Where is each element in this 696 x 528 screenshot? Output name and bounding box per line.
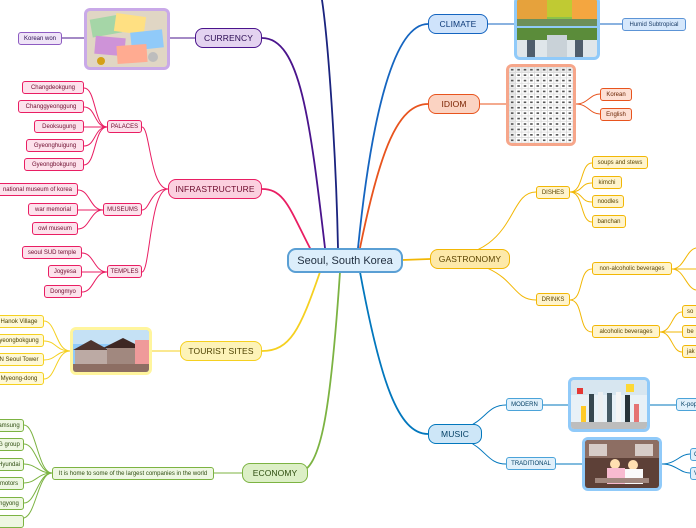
branch-idiom[interactable]: IDIOM (428, 94, 480, 114)
infra-palaces[interactable]: PALACES (107, 120, 142, 133)
temple-seoul-sud[interactable]: seoul SUD temple (22, 246, 82, 259)
line-climate (357, 23, 429, 249)
temple-dongmyo[interactable]: Dongmyo (44, 285, 82, 298)
branch-gastronomy[interactable]: GASTRONOMY (430, 249, 510, 269)
idiom-korean[interactable]: Korean (600, 88, 632, 101)
site-gyeongbokgung[interactable]: yeongbokgung (0, 334, 44, 347)
idiom-english[interactable]: English (600, 108, 632, 121)
alcoholic-item-2[interactable]: be (682, 325, 696, 338)
site-hanok-village[interactable]: Hanok Village (0, 315, 44, 328)
alcoholic-item-1[interactable]: so (682, 305, 696, 318)
line-idiom (359, 103, 429, 249)
palace-changdeokgung[interactable]: Changdeokgung (22, 81, 84, 94)
temple-jogyesa[interactable]: Jogyesa (48, 265, 82, 278)
line-music (359, 271, 429, 435)
line-gastronomy (401, 258, 431, 261)
kpop-image (568, 377, 650, 432)
site-myeong-dong[interactable]: Myeong-dong (0, 372, 44, 385)
site-n-seoul-tower[interactable]: N Seoul Tower (0, 353, 44, 366)
branch-tourist-sites[interactable]: TOURIST SITES (180, 341, 262, 361)
music-kpop[interactable]: K-pop (676, 398, 696, 411)
palace-gyeongbokgung[interactable]: Gyeongbokgung (24, 158, 84, 171)
drink-alcoholic[interactable]: alcoholic beverages (592, 325, 660, 338)
company-6-partial[interactable] (0, 515, 24, 528)
dish-banchan[interactable]: banchan (592, 215, 626, 228)
central-topic[interactable]: Seoul, South Korea (287, 248, 403, 273)
palace-gyeonghuigung[interactable]: Gyeonghuigung (26, 139, 84, 152)
museum-national[interactable]: national museum of korea (0, 183, 78, 196)
tourist-sites-image (70, 327, 152, 375)
company-1[interactable]: amsung (0, 419, 24, 432)
museum-war-memorial[interactable]: war memorial (28, 203, 78, 216)
company-5[interactable]: ngyong (0, 497, 24, 510)
music-modern[interactable]: MODERN (506, 398, 543, 411)
palace-changgyeonggung[interactable]: Changgyeonggung (18, 100, 84, 113)
economy-fact[interactable]: It is home to some of the largest compan… (52, 467, 214, 480)
museum-owl[interactable]: owl museum (32, 222, 78, 235)
dish-kimchi[interactable]: kimchi (592, 176, 622, 189)
dish-noodles[interactable]: noodles (592, 195, 624, 208)
line-infrastructure (261, 188, 313, 253)
company-4[interactable]: motors (0, 477, 24, 490)
line-economy (295, 271, 341, 474)
company-2[interactable]: G group (0, 438, 24, 451)
line-top-offscreen (321, 0, 339, 249)
branch-climate[interactable]: CLIMATE (428, 14, 488, 34)
branch-music[interactable]: MUSIC (428, 424, 482, 444)
gastronomy-drinks[interactable]: DRINKS (536, 293, 570, 306)
gastronomy-dishes[interactable]: DISHES (536, 186, 570, 199)
dish-soups-and-stews[interactable]: soups and stews (592, 156, 648, 169)
drink-non-alcoholic[interactable]: non-alcoholic beverages (592, 262, 672, 275)
branch-economy[interactable]: ECONOMY (242, 463, 308, 483)
climate-image (514, 0, 600, 60)
currency-image (84, 8, 170, 70)
line-currency (261, 37, 326, 249)
branch-currency[interactable]: CURRENCY (195, 28, 262, 48)
music-traditional[interactable]: TRADITIONAL (506, 457, 556, 470)
alcoholic-item-3[interactable]: jak (682, 345, 696, 358)
traditional-item-2[interactable]: V (690, 467, 696, 480)
branch-infrastructure[interactable]: INFRASTRUCTURE (168, 179, 262, 199)
line-tourist (261, 271, 321, 352)
infra-temples[interactable]: TEMPLES (107, 265, 142, 278)
company-3[interactable]: Hyundai (0, 458, 24, 471)
currency-korean-won[interactable]: Korean won (18, 32, 62, 45)
traditional-music-image (582, 437, 662, 491)
idiom-hangul-chart-image (506, 64, 576, 146)
palace-deoksugung[interactable]: Deoksugung (34, 120, 84, 133)
infra-museums[interactable]: MUSEUMS (103, 203, 142, 216)
traditional-item-1[interactable]: C (690, 448, 696, 461)
climate-humid-subtropical[interactable]: Humid Subtropical (622, 18, 686, 31)
